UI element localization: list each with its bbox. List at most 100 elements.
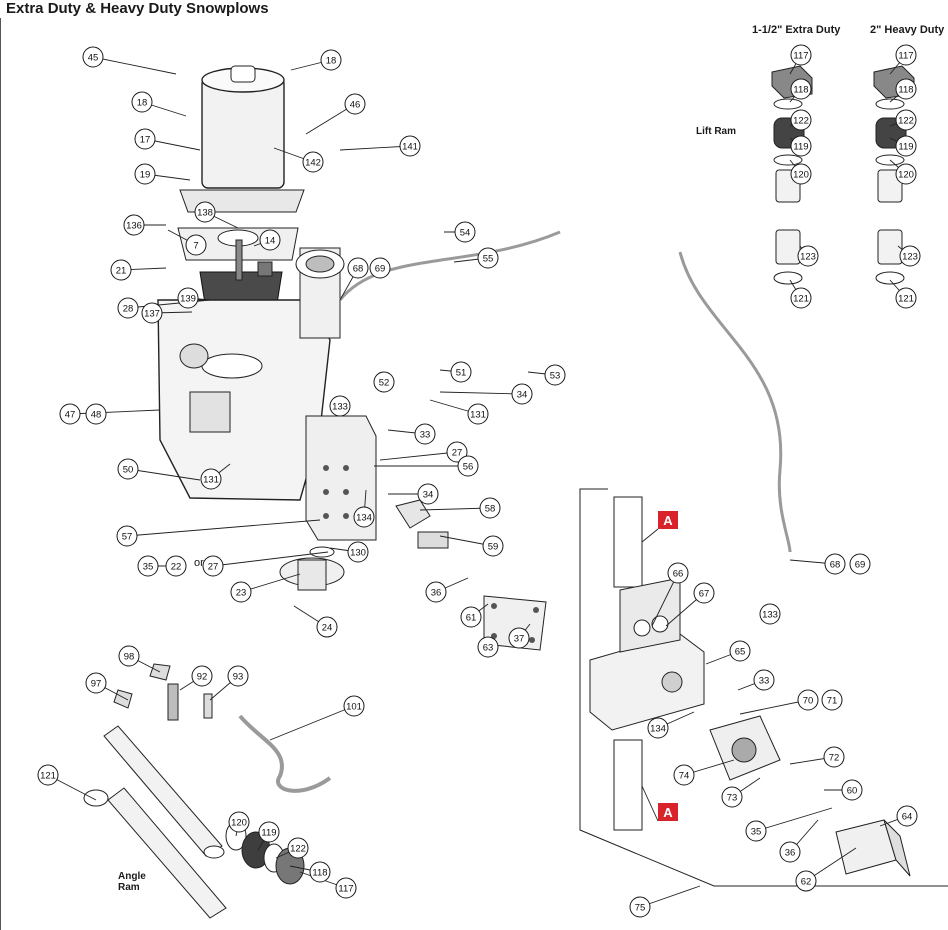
callout-121: 121 (790, 287, 812, 309)
filter-part (279, 546, 345, 591)
leader-line-27 (379, 451, 458, 461)
callout-number: 92 (197, 672, 208, 683)
callout-number: 118 (312, 868, 327, 879)
callout-number: 33 (759, 676, 770, 687)
callout-number: 68 (830, 560, 841, 571)
callout-circle (477, 636, 499, 658)
callout-35: 35 (745, 820, 767, 842)
callout-101: 101 (343, 695, 365, 717)
callout-number: 7 (193, 241, 198, 252)
callout-circle (347, 541, 369, 563)
callout-92: 92 (191, 665, 213, 687)
callout-number: 121 (793, 294, 809, 305)
callout-121: 121 (37, 764, 59, 786)
callout-circle (460, 606, 482, 628)
callout-57: 57 (116, 525, 138, 547)
callout-number: 61 (466, 613, 477, 624)
callout-63: 63 (477, 636, 499, 658)
callout-circle (85, 403, 107, 425)
callout-number: 118 (898, 85, 913, 96)
callout-circle (454, 221, 476, 243)
callout-23: 23 (230, 581, 252, 603)
callout-72: 72 (823, 746, 845, 768)
callout-142: 142 (302, 151, 324, 173)
lift-ram-heavy-duty-parts (873, 65, 915, 285)
callout-61: 61 (460, 606, 482, 628)
callout-circle (141, 302, 163, 324)
callout-circle (417, 483, 439, 505)
callout-circle (110, 259, 132, 281)
callout-number: 122 (290, 844, 306, 855)
callout-27: 27 (202, 555, 224, 577)
callout-circle (779, 841, 801, 863)
callout-19: 19 (134, 163, 156, 185)
callout-22: 22 (165, 555, 187, 577)
callout-119: 119 (895, 135, 917, 157)
callout-number: 19 (140, 170, 151, 181)
callout-18: 18 (320, 49, 342, 71)
callout-number: 69 (375, 264, 386, 275)
callout-circle (117, 297, 139, 319)
solenoid-clamp-part (417, 531, 449, 549)
callout-number: 55 (483, 254, 494, 265)
callout-number: 33 (420, 430, 431, 441)
callout-120: 120 (790, 163, 812, 185)
callout-number: 131 (203, 475, 219, 486)
callout-number: 18 (137, 98, 148, 109)
callout-69: 69 (849, 553, 871, 575)
callout-number: 121 (898, 294, 914, 305)
callout-118: 118 (309, 861, 331, 883)
callout-circle (824, 553, 846, 575)
callout-17: 17 (134, 128, 156, 150)
callout-number: 122 (793, 116, 809, 127)
callout-number: 34 (423, 490, 434, 501)
callout-circle (185, 234, 207, 256)
callout-circle (795, 870, 817, 892)
callout-circle (729, 640, 751, 662)
callout-56: 56 (457, 455, 479, 477)
callout-circle (450, 361, 472, 383)
callout-number: 68 (353, 264, 364, 275)
callout-circle (477, 247, 499, 269)
callout-122: 122 (895, 109, 917, 131)
callout-circle (85, 672, 107, 694)
callout-35: 35 (137, 555, 159, 577)
callout-circle (821, 689, 843, 711)
callout-circle (823, 746, 845, 768)
callout-117: 117 (790, 44, 812, 66)
callout-122: 122 (790, 109, 812, 131)
callout-circle (228, 811, 250, 833)
leader-line-57 (126, 519, 321, 537)
callout-circle (82, 46, 104, 68)
callout-circle (353, 506, 375, 528)
callout-number: 67 (699, 589, 710, 600)
callout-52: 52 (373, 371, 395, 393)
callout-circle (895, 163, 917, 185)
callout-137: 137 (141, 302, 163, 324)
callout-number: 139 (180, 294, 196, 305)
callout-number: 50 (123, 465, 134, 476)
callout-number: 36 (431, 588, 442, 599)
callout-33: 33 (414, 423, 436, 445)
callout-number: 17 (140, 135, 151, 146)
callout-circle (753, 669, 775, 691)
callout-circle (258, 821, 280, 843)
callout-number: 62 (801, 877, 812, 888)
leader-line-34 (439, 391, 523, 395)
callout-number: 123 (902, 252, 918, 263)
callout-118: 118 (790, 78, 812, 100)
callout-number: 56 (463, 462, 474, 473)
callout-circle (790, 78, 812, 100)
callout-circle (37, 764, 59, 786)
callout-number: 24 (322, 623, 333, 634)
callout-circle (344, 93, 366, 115)
hose-101 (238, 714, 332, 793)
lift-ram-extra-duty-parts (771, 65, 813, 285)
callout-number: 93 (233, 672, 244, 683)
callout-circle (316, 616, 338, 638)
fitting-93 (203, 693, 213, 719)
callout-circle (841, 779, 863, 801)
callout-number: 118 (793, 85, 808, 96)
callout-circle (511, 383, 533, 405)
callout-circle (320, 49, 342, 71)
